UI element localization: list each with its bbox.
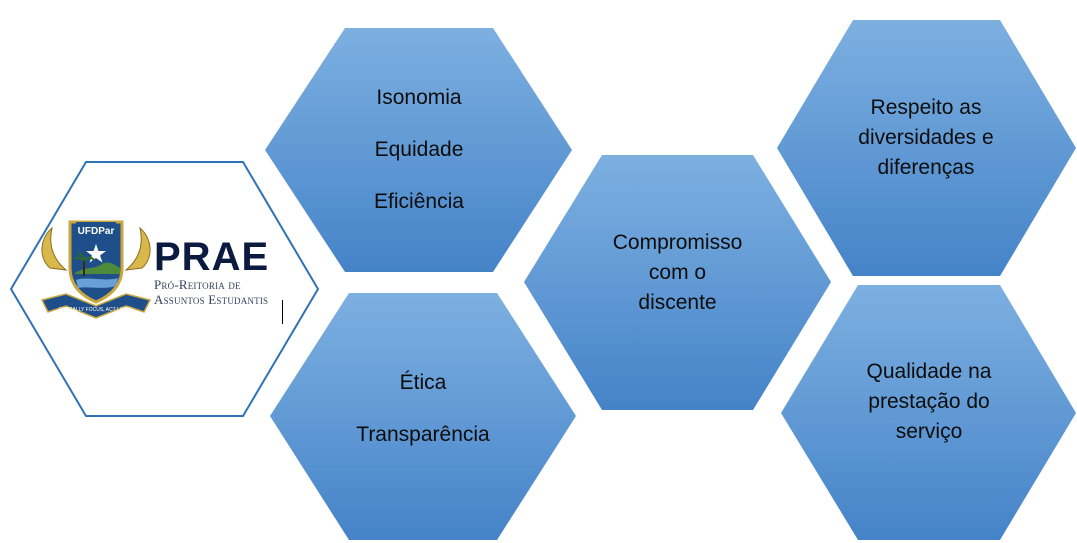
hexagon-quality-text: Qualidade na prestação do serviço bbox=[829, 354, 1029, 449]
hex-line: Ética bbox=[399, 371, 447, 394]
hexagon-center-text: Compromisso com o discente bbox=[575, 225, 780, 320]
hex-line: diferenças bbox=[877, 155, 975, 179]
hexagon-values1 bbox=[265, 28, 572, 272]
hex-line: discente bbox=[638, 290, 717, 314]
ufdpar-seal-icon: UFDPar GLOBALLY FOCUS, ACT LOCAL bbox=[40, 220, 152, 319]
hexagon-values1-text: Isonomia Equidade Eficiência bbox=[315, 55, 523, 245]
seal-badge-text: UFDPar bbox=[78, 226, 115, 237]
hexagon-respect bbox=[777, 20, 1076, 276]
hex-line: Isonomia bbox=[376, 86, 462, 109]
hex-line: Eficiência bbox=[374, 190, 464, 213]
hexagon-respect-text: Respeito as diversidades e diferenças bbox=[826, 90, 1026, 185]
prae-logo: UFDPar GLOBALLY FOCUS, ACT LOCAL bbox=[36, 208, 286, 323]
prae-title: PRAE bbox=[154, 235, 270, 279]
text-cursor bbox=[282, 300, 283, 324]
hex-line: Qualidade na bbox=[866, 359, 992, 383]
hex-line: com o bbox=[648, 260, 707, 284]
hex-line: Respeito as bbox=[870, 95, 982, 119]
hex-line: prestação do bbox=[868, 389, 990, 413]
hex-line: Compromisso bbox=[612, 230, 743, 254]
hexagon-values2 bbox=[270, 293, 576, 540]
hex-line: Transparência bbox=[356, 423, 490, 446]
prae-text-block: PRAE Pró-Reitoria de Assuntos Estudantis bbox=[154, 237, 269, 307]
hexagon-quality bbox=[781, 285, 1076, 540]
hex-line: serviço bbox=[895, 419, 963, 443]
seal-ribbon-text: GLOBALLY FOCUS, ACT LOCAL bbox=[59, 307, 134, 313]
hex-line: diversidades e bbox=[858, 125, 994, 149]
hex-line: Equidade bbox=[374, 138, 464, 161]
hexagon-values2-text: Ética Transparência bbox=[318, 354, 528, 464]
prae-subtitle-line1: Pró-Reitoria de bbox=[154, 277, 241, 292]
hexagon-center bbox=[524, 155, 831, 410]
prae-subtitle-line2: Assuntos Estudantis bbox=[154, 292, 269, 307]
